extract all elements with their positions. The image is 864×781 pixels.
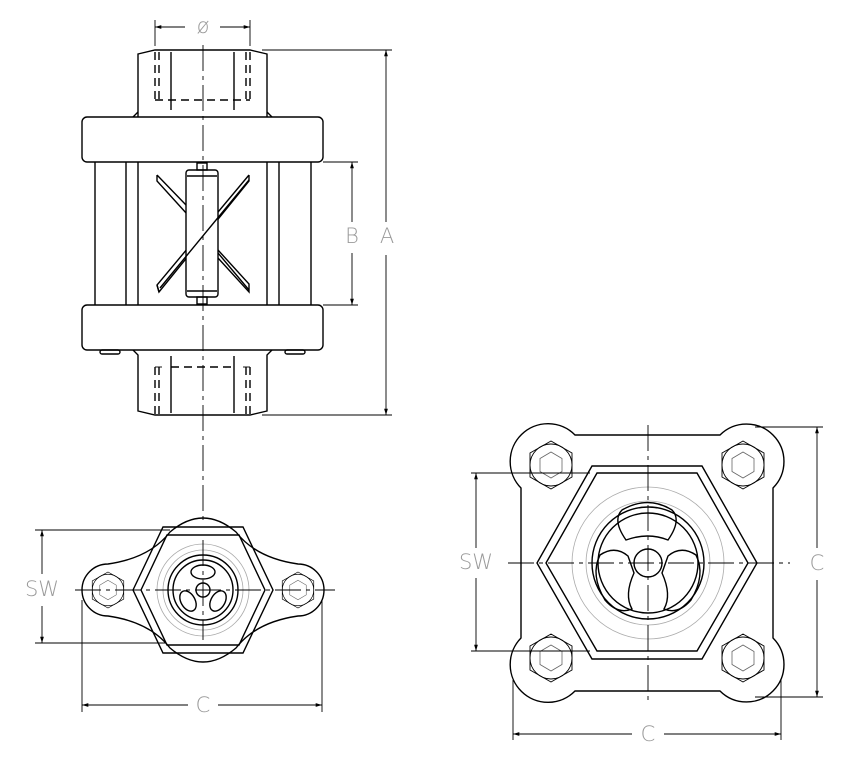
c-label-vertical: C [810, 551, 825, 575]
oval-flange-view: SW C [25, 517, 335, 717]
sw-label-right: SW [459, 550, 493, 574]
oval-flange [81, 517, 325, 663]
diameter-label: ø [197, 14, 210, 38]
sw-dimension-right: SW [459, 472, 590, 652]
b-label: B [345, 224, 359, 248]
sw-label-left: SW [25, 577, 59, 601]
sight-glass-body [94, 162, 312, 305]
hex-body [132, 526, 274, 654]
c-label-left: C [196, 693, 211, 717]
top-nipple [137, 49, 268, 117]
top-flange [81, 116, 324, 163]
c-dimension-vertical: C [755, 426, 825, 698]
c-label-horizontal: C [641, 722, 656, 746]
bottom-flange [81, 304, 324, 351]
square-flange-view: SW C C [459, 422, 825, 746]
sw-dimension-left: SW [25, 529, 170, 644]
b-dimension: B [323, 161, 359, 306]
c-dimension-horizontal: C [512, 680, 782, 746]
front-view: ø A B [81, 14, 394, 525]
a-label: A [380, 224, 394, 248]
diameter-dimension: ø [154, 14, 251, 46]
a-dimension: A [262, 49, 394, 416]
square-flange [509, 422, 785, 704]
c-dimension-left: C [81, 600, 323, 717]
rotor [185, 169, 219, 298]
bottom-nipple [132, 349, 273, 416]
